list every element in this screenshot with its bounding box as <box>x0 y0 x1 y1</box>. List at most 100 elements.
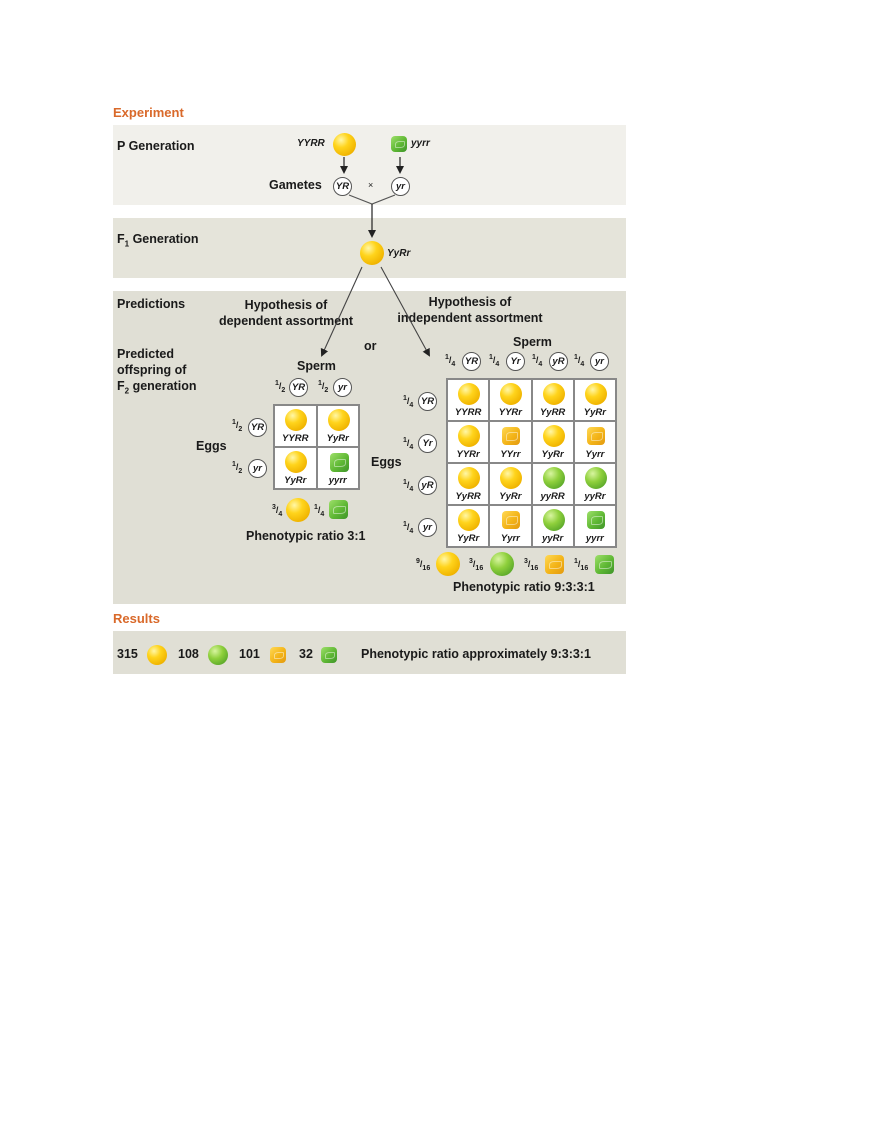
punnett-cell: YyRr <box>316 405 359 447</box>
independent-ratio-fraction-2: 3/16 <box>469 558 484 572</box>
yellow-round-pea-icon <box>327 409 350 431</box>
dependent-sperm-label: Sperm <box>297 359 336 373</box>
results-section-title: Results <box>113 611 160 626</box>
yellow-round-pea-icon <box>542 383 565 405</box>
punnett-cell: YyRR <box>447 463 490 505</box>
p-generation-label: P Generation <box>117 139 195 153</box>
green-wrinkled-pea-icon <box>321 647 337 663</box>
punnett-cell: YYRR <box>447 379 490 421</box>
gametes-label: Gametes <box>269 178 322 192</box>
dependent-punnett-square: YYRR YyRr YyRr yyrr <box>273 404 360 490</box>
parent1-genotype: YYRR <box>297 138 325 149</box>
independent-sperm-allele-3: yR <box>549 352 568 371</box>
independent-sperm-fraction-4: 1/4 <box>574 354 585 368</box>
independent-sperm-label: Sperm <box>513 335 552 349</box>
yellow-round-pea-icon <box>333 133 356 156</box>
independent-hypothesis-title: Hypothesis of independent assortment <box>397 295 543 325</box>
punnett-cell: YYrr <box>489 421 532 463</box>
dependent-ratio-fraction-2: 1/4 <box>314 504 325 518</box>
predictions-label: Predictions <box>117 297 186 311</box>
punnett-cell: Yyrr <box>489 505 532 547</box>
gamete-yr-recessive: yr <box>391 177 410 196</box>
connector-arrows <box>320 157 430 357</box>
independent-ratio-fraction-1: 9/16 <box>416 558 431 572</box>
yellow-wrinkled-pea-icon <box>545 555 564 574</box>
f1-yellow-round-pea-icon <box>360 241 384 265</box>
experiment-section-title: Experiment <box>113 105 184 120</box>
independent-egg-allele-3: yR <box>418 476 437 495</box>
or-label: or <box>364 339 377 353</box>
independent-egg-fraction-2: 1/4 <box>403 437 414 451</box>
yellow-round-pea-icon <box>584 383 607 405</box>
independent-sperm-allele-4: yr <box>590 352 609 371</box>
punnett-cell: YYRR <box>274 405 317 447</box>
green-round-pea-icon <box>542 467 565 489</box>
dependent-sperm-allele-2: yr <box>333 378 352 397</box>
f1-generation-label: F1 Generation <box>117 232 199 249</box>
yellow-round-pea-icon <box>458 425 480 447</box>
independent-eggs-label: Eggs <box>371 455 402 469</box>
results-panel <box>113 631 626 674</box>
punnett-cell: YYRr <box>489 379 532 421</box>
punnett-cell: yyRr <box>531 505 574 547</box>
punnett-cell: Yyrr <box>573 421 616 463</box>
independent-egg-allele-4: yr <box>418 518 437 537</box>
yellow-wrinkled-pea-icon <box>502 427 521 445</box>
result-count-green-wrinkled: 32 <box>299 647 313 661</box>
green-round-pea-icon <box>490 552 514 576</box>
independent-sperm-fraction-1: 1/4 <box>445 354 456 368</box>
punnett-cell: YyRR <box>531 379 574 421</box>
results-ratio-label: Phenotypic ratio approximately 9:3:3:1 <box>361 647 591 661</box>
gamete-yr-dominant: YR <box>333 177 352 196</box>
dependent-eggs-label: Eggs <box>196 439 227 453</box>
independent-sperm-fraction-3: 1/4 <box>532 354 543 368</box>
yellow-round-pea-icon <box>458 509 480 531</box>
predicted-offspring-label: Predicted offspring of F2 generation <box>117 347 197 396</box>
punnett-cell: yyRR <box>531 463 574 505</box>
parent2-genotype: yyrr <box>411 138 430 149</box>
green-wrinkled-pea-icon <box>391 136 407 152</box>
dependent-ratio-label: Phenotypic ratio 3:1 <box>246 529 366 543</box>
yellow-round-pea-icon <box>500 467 523 489</box>
punnett-cell: YYRr <box>447 421 490 463</box>
green-wrinkled-pea-icon <box>586 511 605 529</box>
yellow-round-pea-icon <box>458 383 480 405</box>
independent-ratio-fraction-4: 1/16 <box>574 558 589 572</box>
dependent-sperm-allele-1: YR <box>289 378 308 397</box>
green-round-pea-icon <box>584 467 607 489</box>
independent-egg-fraction-1: 1/4 <box>403 395 414 409</box>
yellow-wrinkled-pea-icon <box>502 511 521 529</box>
punnett-cell: YyRr <box>274 447 317 489</box>
yellow-round-pea-icon <box>286 498 310 522</box>
dependent-egg-allele-1: YR <box>248 418 267 437</box>
independent-egg-allele-1: YR <box>418 392 437 411</box>
dependent-egg-fraction-2: 1/2 <box>232 461 243 475</box>
dependent-ratio-fraction-1: 3/4 <box>272 504 283 518</box>
punnett-cell: YyRr <box>531 421 574 463</box>
dependent-hypothesis-title: Hypothesis of dependent assortment <box>218 298 354 328</box>
punnett-cell: yyrr <box>316 447 359 489</box>
punnett-cell: YyRr <box>447 505 490 547</box>
green-wrinkled-pea-icon <box>329 453 349 472</box>
independent-ratio-label: Phenotypic ratio 9:3:3:1 <box>453 580 595 594</box>
result-count-yellow-round: 315 <box>117 647 138 661</box>
result-count-green-round: 108 <box>178 647 199 661</box>
independent-egg-fraction-4: 1/4 <box>403 521 414 535</box>
yellow-round-pea-icon <box>542 425 565 447</box>
independent-punnett-square: YYRR YYRr YyRR YyRr YYRr YYrr YyRr Yyrr … <box>446 378 617 548</box>
yellow-round-pea-icon <box>500 383 523 405</box>
dependent-sperm-fraction-1: 1/2 <box>275 380 286 394</box>
independent-sperm-fraction-2: 1/4 <box>489 354 500 368</box>
yellow-wrinkled-pea-icon <box>270 647 286 663</box>
dependent-egg-allele-2: yr <box>248 459 267 478</box>
independent-egg-allele-2: Yr <box>418 434 437 453</box>
p-generation-panel <box>113 125 626 205</box>
green-round-pea-icon <box>542 509 565 531</box>
cross-symbol: × <box>368 180 374 190</box>
independent-egg-fraction-3: 1/4 <box>403 479 414 493</box>
yellow-round-pea-icon <box>285 451 307 473</box>
yellow-round-pea-icon <box>285 409 307 431</box>
punnett-cell: YyRr <box>489 463 532 505</box>
punnett-cell: yyrr <box>573 505 616 547</box>
yellow-round-pea-icon <box>458 467 480 489</box>
